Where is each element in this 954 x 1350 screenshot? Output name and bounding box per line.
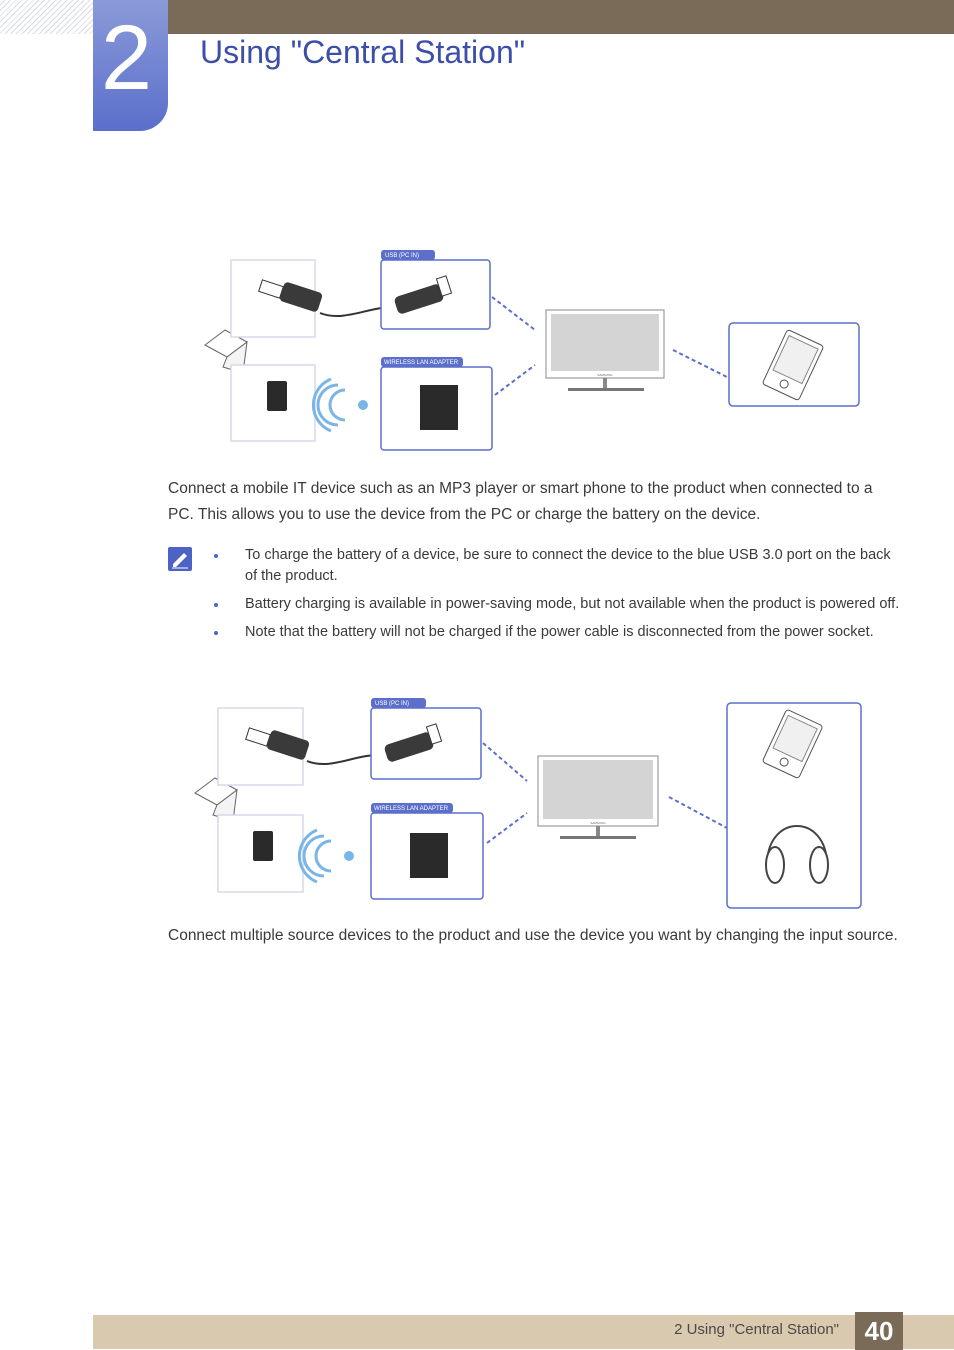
wlan-adapter-icon xyxy=(420,385,458,430)
list-item: To charge the battery of a device, be su… xyxy=(210,545,900,587)
monitor-brand: SAMSUNG xyxy=(590,821,606,825)
monitor-brand: SAMSUNG xyxy=(597,373,613,377)
connector-line-wlan xyxy=(495,365,535,395)
wlan-adapter-icon xyxy=(410,833,448,878)
monitor-icon: SAMSUNG xyxy=(546,310,664,391)
wireless-signal-icon xyxy=(299,830,354,882)
connection-diagram-multiple: USB (PC IN) WIRELESS LAN ADAPTER SAMSUNG xyxy=(185,693,865,913)
paragraph-mp3-connection: Connect a mobile IT device such as an MP… xyxy=(168,476,898,528)
connector-line-wlan xyxy=(487,813,527,843)
wlan-adapter-tab-label: WIRELESS LAN ADAPTER xyxy=(384,360,459,366)
header-hatch-pattern xyxy=(0,0,93,34)
note-icon xyxy=(168,547,192,571)
wireless-signal-icon xyxy=(313,379,368,431)
notes-list: To charge the battery of a device, be su… xyxy=(210,545,900,650)
chapter-title: Using "Central Station" xyxy=(200,34,525,71)
connector-line-usb xyxy=(492,297,535,330)
footer-section-label: 2 Using "Central Station" xyxy=(674,1321,839,1338)
connector-line-usb xyxy=(483,743,527,781)
connection-diagram-mp3: USB (PC IN) WIRELESS LAN ADAPTER SAMSUN xyxy=(195,245,865,455)
wlan-dongle-icon xyxy=(253,831,273,861)
wlan-adapter-tab-label: WIRELESS LAN ADAPTER xyxy=(374,806,449,812)
usb-port-tab-label: USB (PC IN) xyxy=(375,701,409,707)
wlan-dongle-icon xyxy=(267,381,287,411)
monitor-icon: SAMSUNG xyxy=(538,756,658,839)
usb-port-tab-label: USB (PC IN) xyxy=(385,253,419,259)
list-item: Note that the battery will not be charge… xyxy=(210,622,900,643)
header-bar xyxy=(168,0,954,34)
connector-line-device xyxy=(673,350,727,377)
connector-line-device xyxy=(669,797,727,828)
chapter-number: 2 xyxy=(93,8,160,108)
list-item: Battery charging is available in power-s… xyxy=(210,594,900,615)
paragraph-multiple-sources: Connect multiple source devices to the p… xyxy=(168,923,898,949)
page-number: 40 xyxy=(855,1312,903,1350)
